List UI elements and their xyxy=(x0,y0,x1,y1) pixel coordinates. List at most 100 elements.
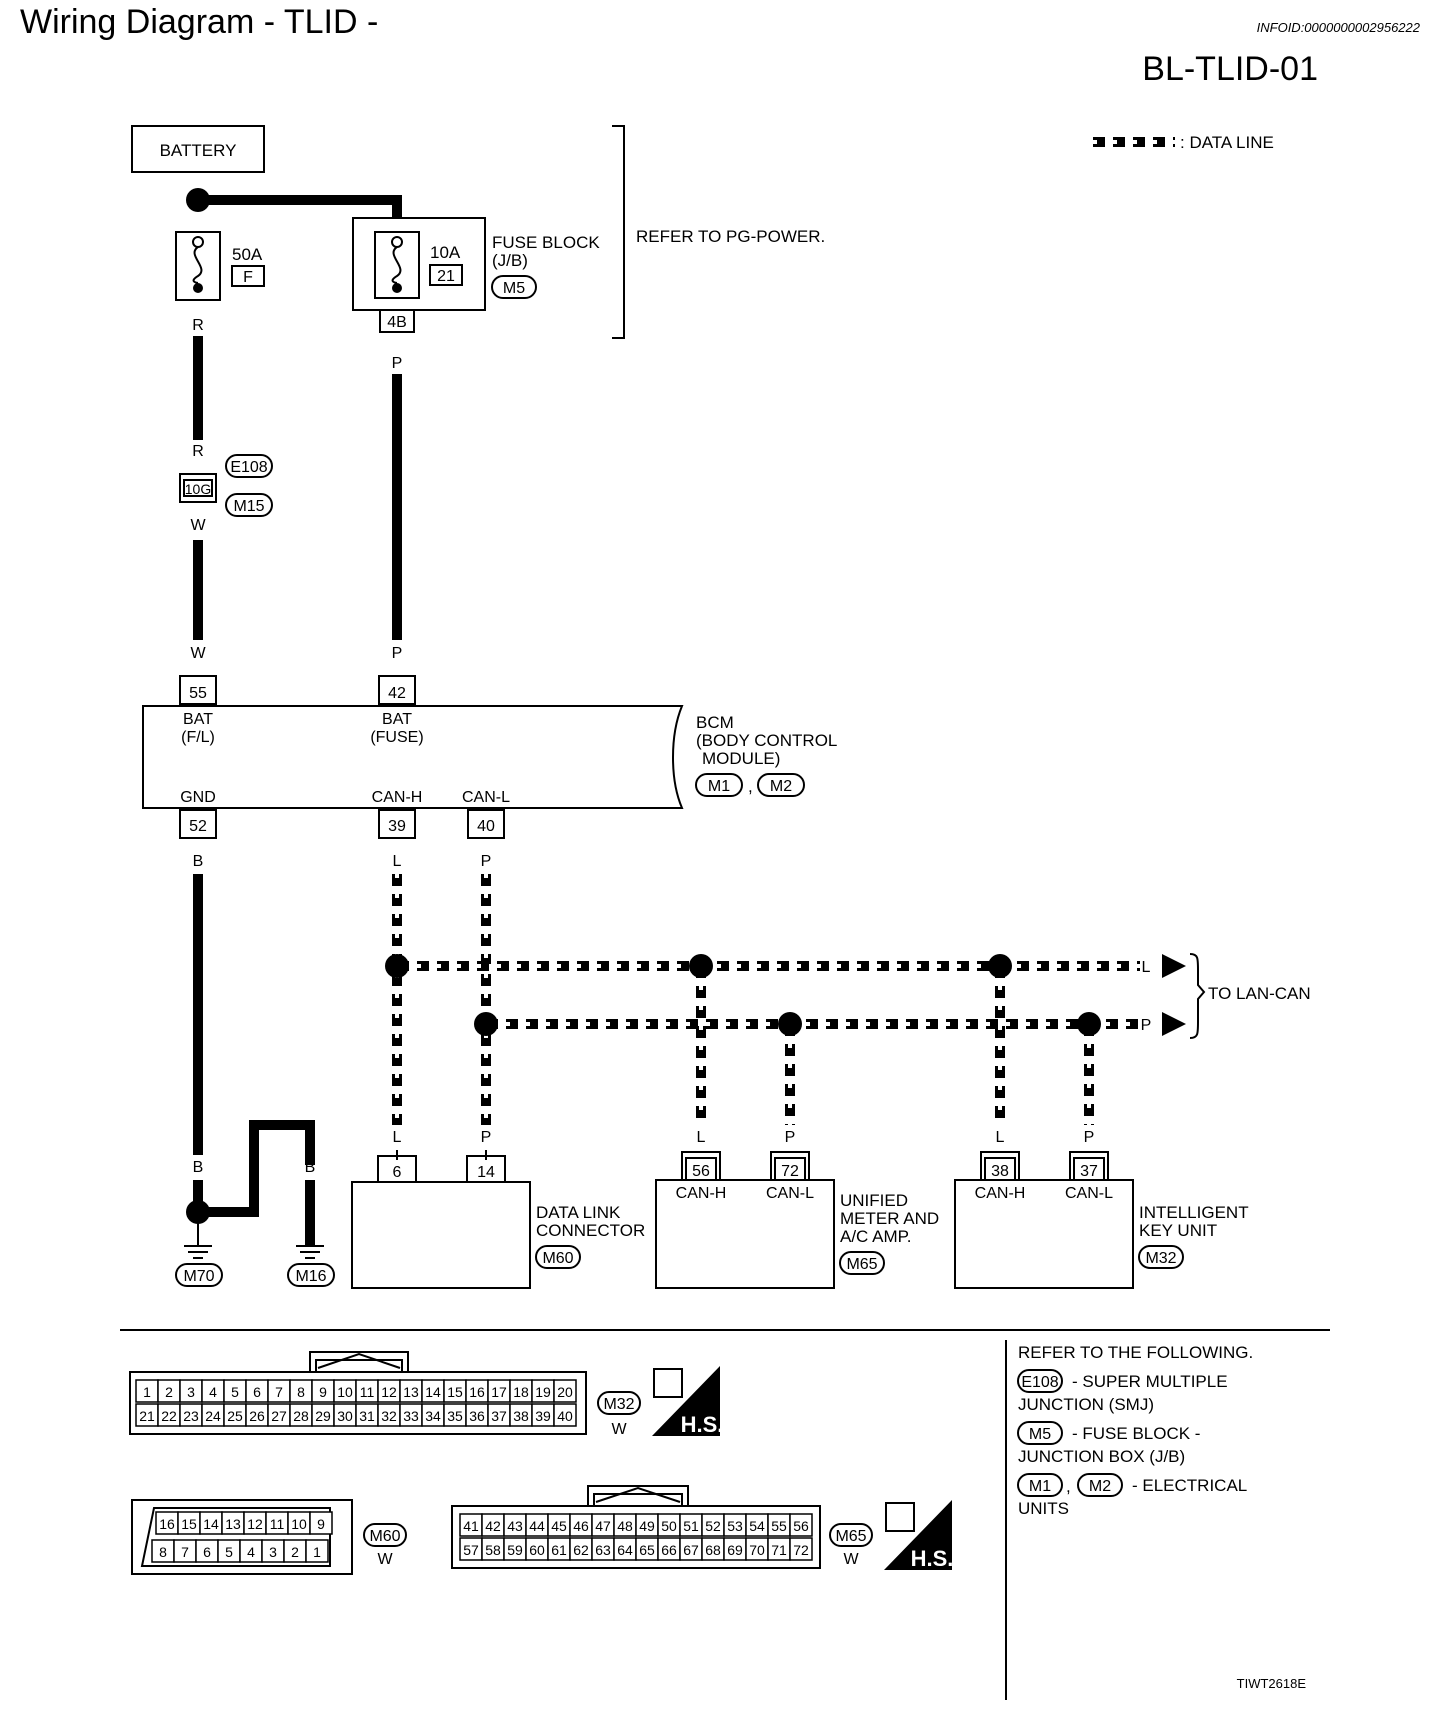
connector-pin-number: 4 xyxy=(247,1544,255,1560)
iku-label-l: CAN-L xyxy=(1065,1185,1113,1202)
meter-pin-h: 56 xyxy=(692,1163,710,1180)
connector-pin-number: 27 xyxy=(271,1408,287,1424)
connector-pin-number: 56 xyxy=(793,1518,809,1534)
wire-color-label: P xyxy=(1141,1017,1152,1034)
connector-pin-number: 13 xyxy=(403,1384,419,1400)
connector-pin-number: 1 xyxy=(313,1544,321,1560)
wire-color-label: B xyxy=(249,1159,260,1176)
connector-pin-number: 32 xyxy=(381,1408,397,1424)
connector-pin-cell xyxy=(305,1539,329,1563)
connector-pin-number: 40 xyxy=(557,1408,573,1424)
hs-label: H.S. xyxy=(681,1412,724,1437)
bcm-pin-canl: 40 xyxy=(477,818,495,835)
dlc-conn: M60 xyxy=(542,1250,573,1267)
splice-node xyxy=(385,954,409,978)
connector-pin-number: 9 xyxy=(319,1384,327,1400)
iku-name-2: KEY UNIT xyxy=(1139,1221,1217,1240)
connector-pin-number: 10 xyxy=(291,1516,307,1532)
connector-pin-number: 51 xyxy=(683,1518,699,1534)
lan-can-label: TO LAN-CAN xyxy=(1208,984,1311,1003)
connector-pin-number: 47 xyxy=(595,1518,611,1534)
fuse-f-id: F xyxy=(243,269,253,286)
m65-color: W xyxy=(843,1551,859,1568)
connector-pin-number: 70 xyxy=(749,1542,765,1558)
bcm-pin-bat-fuse: 42 xyxy=(388,685,406,702)
connector-pin-cell xyxy=(789,1513,813,1537)
bcm-pin-canh-label: CAN-H xyxy=(372,789,423,806)
connector-pin-number: 14 xyxy=(203,1516,219,1532)
connector-pin-number: 63 xyxy=(595,1542,611,1558)
connector-pin-number: 39 xyxy=(535,1408,551,1424)
bcm-pin-gnd-label: GND xyxy=(180,789,216,806)
arrow-right-icon xyxy=(1162,954,1186,978)
connector-pin-number: 34 xyxy=(425,1408,441,1424)
iku-name-1: INTELLIGENT xyxy=(1139,1203,1249,1222)
m60-color: W xyxy=(377,1551,393,1568)
connector-pin-number: 59 xyxy=(507,1542,523,1558)
wire-color-label: R xyxy=(192,443,204,460)
connector-pin-number: 18 xyxy=(513,1384,529,1400)
wire-color-label: R xyxy=(192,317,204,334)
fuse-icon xyxy=(192,246,203,284)
can-data-lines xyxy=(392,874,1140,1125)
connector-pin-number: 14 xyxy=(425,1384,441,1400)
connector-pin-number: 12 xyxy=(247,1516,263,1532)
connector-pin-number: 48 xyxy=(617,1518,633,1534)
wire-color-label: P xyxy=(481,853,492,870)
connector-pin-number: 26 xyxy=(249,1408,265,1424)
battery-box xyxy=(131,125,265,173)
hs-icon xyxy=(652,1366,720,1436)
dlc-name-1: DATA LINK xyxy=(536,1203,621,1222)
connector-pin-number: 66 xyxy=(661,1542,677,1558)
wire-color-label: P xyxy=(392,645,403,662)
fuse-block-conn: M5 xyxy=(503,280,525,297)
connector-pin-number: 43 xyxy=(507,1518,523,1534)
ground-icon xyxy=(184,1245,212,1259)
refer-m1: M1 xyxy=(1029,1478,1051,1495)
bracket xyxy=(612,125,625,339)
dlc-pin-l: 14 xyxy=(477,1164,495,1181)
bcm-pin-gnd: 52 xyxy=(189,818,207,835)
wire-color-label: P xyxy=(1084,1129,1095,1146)
connector-pin-number: 68 xyxy=(705,1542,721,1558)
connector-pin-number: 23 xyxy=(183,1408,199,1424)
connector-pin-number: 37 xyxy=(491,1408,507,1424)
connector-pin-number: 21 xyxy=(139,1408,155,1424)
fuse-block-sub: (J/B) xyxy=(492,251,528,270)
info-id: INFOID:0000000002956222 xyxy=(1257,20,1421,35)
connector-pin-number: 16 xyxy=(469,1384,485,1400)
splice-node xyxy=(474,1012,498,1036)
connector-pin-number: 41 xyxy=(463,1518,479,1534)
bcm-desc-1: (BODY CONTROL xyxy=(696,731,837,750)
connector-pin-number: 8 xyxy=(159,1544,167,1560)
connector-pin-number: 72 xyxy=(793,1542,809,1558)
bracket xyxy=(1189,953,1206,1039)
connector-pin-number: 24 xyxy=(205,1408,221,1424)
connector-pin-number: 52 xyxy=(705,1518,721,1534)
iku-pin-h: 38 xyxy=(991,1163,1009,1180)
connector-pin-cell xyxy=(309,1511,333,1535)
iku-pin-l: 37 xyxy=(1080,1163,1098,1180)
connector-pin-number: 64 xyxy=(617,1542,633,1558)
wire-color-label: L xyxy=(996,1129,1005,1146)
wire-color-label: L xyxy=(393,1129,402,1146)
connector-pin-number: 19 xyxy=(535,1384,551,1400)
dlc-pin-h: 6 xyxy=(393,1164,402,1181)
bcm-conn-2: M2 xyxy=(770,778,792,795)
connector-pin-number: 49 xyxy=(639,1518,655,1534)
m32-id: M32 xyxy=(603,1396,634,1413)
connector-pin-number: 16 xyxy=(159,1516,175,1532)
meter-label-h: CAN-H xyxy=(676,1185,727,1202)
connector-pin-number: 2 xyxy=(165,1384,173,1400)
bcm-box xyxy=(142,705,684,809)
splice-node xyxy=(988,954,1012,978)
meter-name-3: A/C AMP. xyxy=(840,1227,912,1246)
battery-label: BATTERY xyxy=(160,141,237,160)
splice-node xyxy=(689,954,713,978)
m65-id: M65 xyxy=(835,1528,866,1545)
fuse-icon xyxy=(391,246,402,284)
wire-color-label: L xyxy=(1142,959,1151,976)
refer-m12-desc1: - ELECTRICAL xyxy=(1132,1476,1247,1495)
